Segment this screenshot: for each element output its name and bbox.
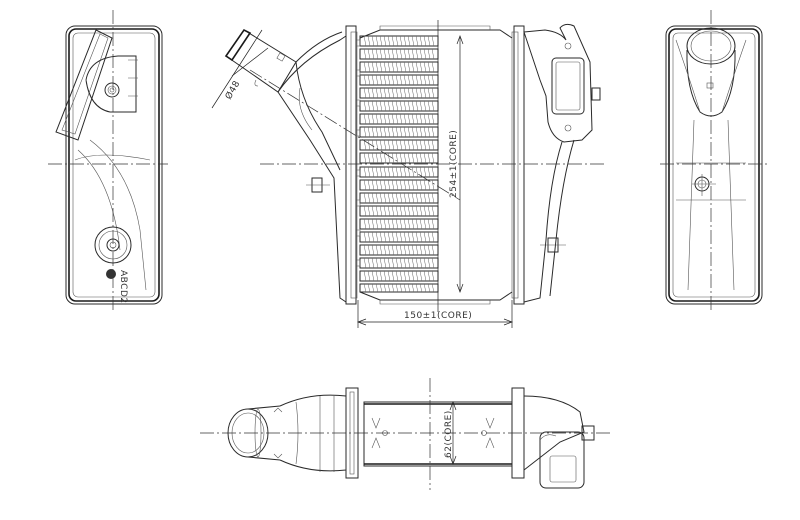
inlet-pipe (224, 28, 347, 303)
outlet-bracket (523, 23, 601, 303)
core-height-label: 254±1(CORE) (449, 130, 459, 198)
core-width-label: 150±1(CORE) (404, 311, 472, 321)
bottom-view: 62(CORE) (200, 378, 610, 490)
stamp-label: ABCD2 (118, 270, 128, 304)
depth-dimension: 62(CORE) (444, 401, 457, 465)
width-dimension: 150±1(CORE) (357, 300, 513, 328)
diameter-dimension: Ø48 (211, 29, 269, 109)
height-dimension: 254±1(CORE) (437, 20, 464, 312)
diameter-label: Ø48 (223, 79, 243, 102)
left-side-view: ABCD2 (48, 10, 168, 312)
right-side-view (660, 10, 770, 312)
front-view: Ø48 254±1(CORE) 150±1(CORE) (211, 20, 605, 328)
core-depth-label: 62(CORE) (444, 410, 454, 458)
